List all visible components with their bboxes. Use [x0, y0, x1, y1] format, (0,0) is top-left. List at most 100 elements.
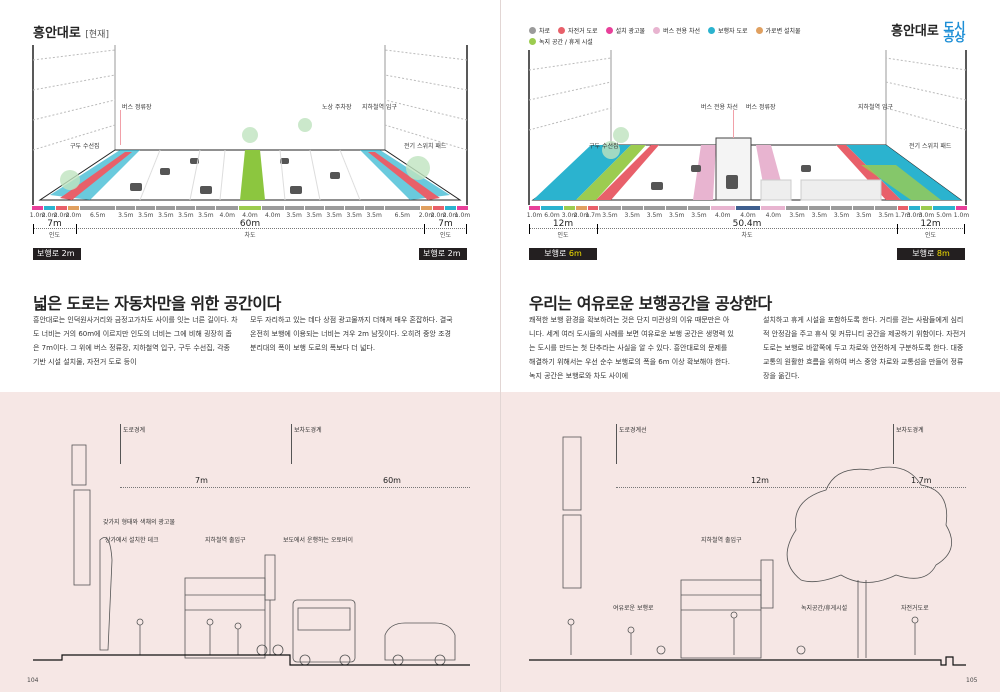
section-dim-bike: 1.7m — [911, 476, 932, 485]
label-bike-lane: 자전거도로 — [901, 605, 929, 612]
lane-width-label: 5.0m — [936, 212, 952, 219]
lane-width-label: 3.5m — [691, 212, 707, 219]
street-perspective-current — [32, 45, 468, 205]
lane-width-label: 3.5m — [669, 212, 685, 219]
lane-segment: 4.0m — [216, 206, 239, 219]
page-header: 흥안대로 도시 공상 — [891, 20, 967, 43]
lane-width-label: 4.0m — [715, 212, 731, 219]
lane-segment: 4.0m — [239, 206, 261, 219]
lane-width-label: 3.5m — [158, 212, 174, 219]
lane-segment: 3.5m — [830, 206, 853, 219]
lane-width-label: 1.7m — [585, 212, 601, 219]
label-parking: 노상 주차장 — [322, 104, 352, 111]
lane-width-label: 1.0m — [953, 212, 970, 219]
label-switch: 전기 스위치 패드 — [909, 143, 952, 150]
lane-width-label: 4.0m — [242, 212, 258, 219]
lane-segment: 6.5m — [384, 206, 420, 219]
road-boundary-label: 도로경계 — [123, 427, 146, 434]
lane-segment: 2.0m — [42, 206, 57, 219]
label-drain: 구두 수선집 — [589, 143, 619, 150]
lane-width-label: 3.5m — [624, 212, 640, 219]
legend-item: 보행자 도로 — [708, 26, 748, 35]
lane-width-label: 4.0m — [765, 212, 781, 219]
boundary-line — [616, 424, 617, 464]
lane-segment: 5.0m — [933, 206, 955, 219]
page-number: 105 — [966, 677, 978, 684]
body-column-1: 흥안대로는 인덕원사거리와 금정고가차도 사이를 잇는 너른 길이다. 차도 너… — [33, 316, 238, 366]
label-drain: 구두 수선집 — [70, 143, 100, 150]
lane-segment: 3.5m — [786, 206, 808, 219]
lane-width-label: 3.5m — [138, 212, 154, 219]
label-motorbike: 보도에서 운행하는 오토바이 — [283, 537, 354, 544]
right-page: 차로 자전거 도로 설치 광고물 버스 전용 차선 보행자 도로 가로변 설치물… — [500, 0, 1000, 692]
lane-segment: 6.0m — [541, 206, 563, 219]
lane-width-label: 2.0m — [430, 212, 447, 219]
lane-segment: 2.0m — [419, 206, 434, 219]
lane-segment: 3.5m — [116, 206, 136, 219]
legend-item: 차로 — [529, 26, 550, 35]
page-number: 104 — [27, 677, 39, 684]
lane-width-label: 1.0m — [29, 212, 46, 219]
lane-segment: 3.0m — [907, 206, 922, 219]
lane-segment: 3.5m — [304, 206, 324, 219]
lane-width-label: 3.5m — [346, 212, 362, 219]
lane-segment: 4.0m — [735, 206, 761, 219]
lane-segment: 2.0m — [443, 206, 458, 219]
lane-segment: 3.0m — [562, 206, 577, 219]
street-section-proposed — [529, 436, 966, 666]
lane-segment: 4.0m — [710, 206, 735, 219]
legend-item: 버스 전용 차선 — [653, 26, 700, 35]
lane-segment: 4.0m — [761, 206, 786, 219]
lane-segment: 1.0m — [954, 206, 969, 219]
lane-width-label: 4.0m — [219, 212, 235, 219]
label-green-space: 녹지공간/휴게시설 — [801, 605, 848, 612]
lane-segment: 3.0m — [919, 206, 934, 219]
lane-width-label: 3.5m — [833, 212, 850, 219]
body-column-2: 모두 자리하고 있는 데다 상점 광고물까지 더해져 매우 혼잡하다. 결국 온… — [250, 316, 453, 352]
header-title: 흥안대로 — [33, 26, 81, 41]
lane-segment: 3.5m — [344, 206, 364, 219]
legend-item: 녹지 공간 / 휴게 시설 — [529, 37, 593, 46]
body-column-1: 쾌적한 보행 환경을 확보하려는 것은 단지 미관상의 이유 때문만은 아니다.… — [529, 316, 734, 380]
section-dimension-line — [120, 487, 470, 488]
lane-segment: 3.5m — [599, 206, 621, 219]
lane-width-label: 2.0m — [41, 212, 58, 219]
lane-segment: 3.5m — [666, 206, 688, 219]
lane-width-label: 3.5m — [366, 212, 382, 219]
lane-segment: 1.0m — [527, 206, 542, 219]
road-boundary-label: 도로경계선 — [619, 427, 647, 434]
lane-width-label: 6.0m — [544, 212, 560, 219]
lane-segment: 3.5m — [875, 206, 897, 219]
street-section-current — [33, 444, 470, 666]
walkway-tag-left: 보행로 6m — [529, 248, 597, 260]
lane-segment: 3.5m — [643, 206, 666, 219]
label-switch: 전기 스위치 패드 — [404, 143, 447, 150]
body-column-2: 설치하고 휴게 시설을 포함하도록 한다. 거리를 걷는 사람들에게 심리적 안… — [763, 316, 966, 380]
lane-width-label: 4.0m — [740, 212, 756, 219]
label-subway: 지하철역 입구 — [858, 104, 894, 111]
label-bus-lane: 버스 전용 차선 — [701, 104, 738, 111]
lane-segment: 1.0m — [30, 206, 45, 219]
lane-width-label: 3.5m — [856, 212, 872, 219]
lane-segment: 1.7m — [895, 206, 911, 219]
label-walkway: 여유로운 보행로 — [613, 605, 654, 612]
lane-width-label: 3.5m — [326, 212, 342, 219]
lane-segment: 2.0m — [574, 206, 589, 219]
color-legend: 차로 자전거 도로 설치 광고물 버스 전용 차선 보행자 도로 가로변 설치물… — [529, 26, 809, 46]
lane-width-label: 3.0m — [561, 212, 578, 219]
section-dimension-line — [616, 487, 966, 488]
left-page: 흥안대로 [현재] 버스 정류장 노상 주차장 지하철역 입구 구두 수선집 전… — [0, 26, 500, 692]
lane-width-label: 3.5m — [602, 212, 618, 219]
lane-segment: 3.5m — [621, 206, 643, 219]
lane-width-label: 2.0m — [418, 212, 435, 219]
curb-boundary-label: 보차도경계 — [294, 427, 322, 434]
boundary-line — [291, 424, 292, 464]
label-subway-exit: 지하철역 출입구 — [701, 537, 742, 544]
